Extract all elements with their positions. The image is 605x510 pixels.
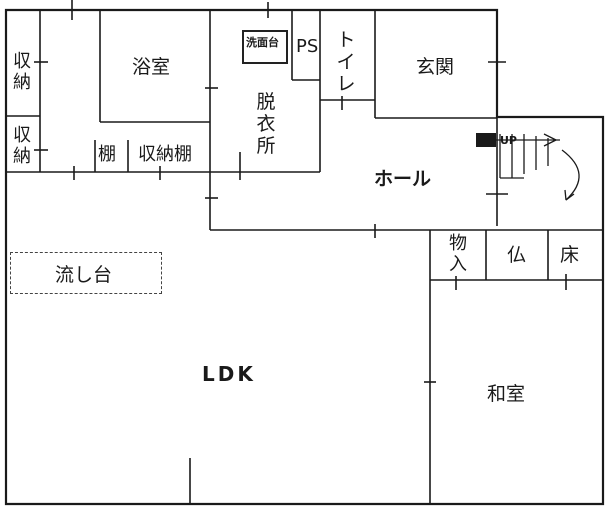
- outer-wall: [4, 8, 605, 506]
- storage-closet-bottom-label: 収納: [13, 125, 31, 167]
- pipe-space-label: PS: [296, 36, 319, 57]
- storeroom-label: 物入: [449, 233, 467, 275]
- japanese-room-label: 和室: [487, 383, 526, 405]
- shelf-label: 棚: [98, 144, 116, 165]
- storage-closet-top-label: 収納: [13, 51, 31, 93]
- inner-walls: [6, 0, 603, 504]
- entrance-label: 玄関: [416, 56, 455, 78]
- storage-shelf-label: 収納棚: [138, 144, 192, 165]
- bath-label: 浴室: [132, 56, 171, 78]
- altar-label: 仏: [507, 244, 527, 266]
- toilet-label: トイレ: [336, 29, 356, 95]
- alcove-label: 床: [560, 244, 580, 266]
- sink-counter: [10, 252, 162, 294]
- stairs-up-label: UP: [500, 134, 517, 147]
- stair: [476, 133, 580, 201]
- hall-label: ホール: [374, 168, 432, 190]
- dressing-room-label: 脱衣所: [256, 91, 276, 157]
- sink-label: 流し台: [55, 264, 113, 286]
- ldk-label: LDK: [202, 362, 256, 386]
- washbasin-fixture: [242, 30, 288, 64]
- washbasin-label: 洗面台: [246, 36, 279, 49]
